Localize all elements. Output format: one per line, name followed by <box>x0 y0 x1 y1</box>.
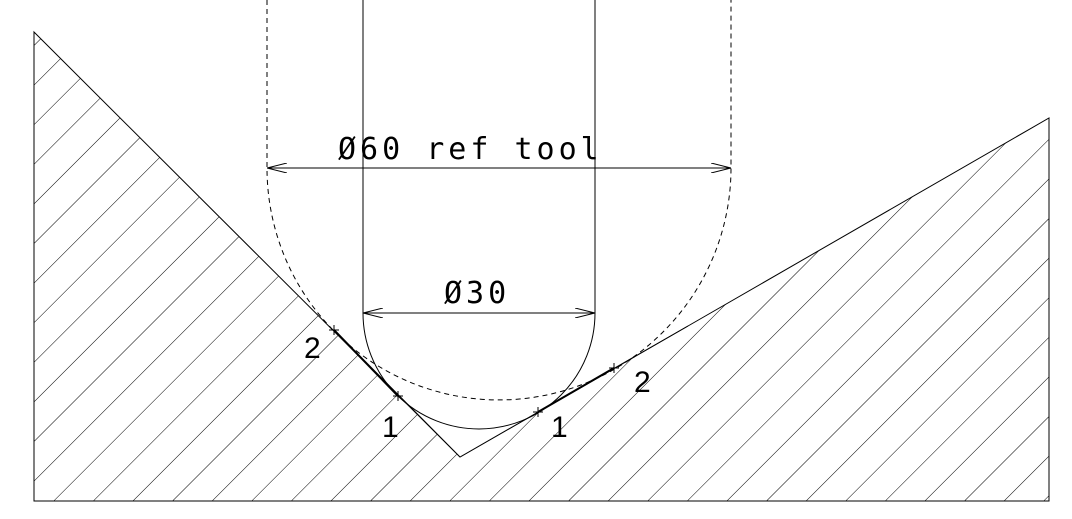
point-marker-right-2 <box>609 363 619 373</box>
workpiece-section <box>33 30 1050 502</box>
point-marker-left-2 <box>329 325 339 335</box>
contact-segment-left <box>333 329 399 397</box>
point-label-left-1: 1 <box>382 411 399 444</box>
ref-tool-dimension-label: Ø60 ref tool <box>338 132 603 167</box>
point-label-right-1: 1 <box>551 411 568 444</box>
small-tool-dimension-label: Ø30 <box>444 276 510 311</box>
point-marker-left-1 <box>393 391 403 401</box>
point-marker-right-1 <box>533 407 543 417</box>
point-label-left-2: 2 <box>304 332 321 365</box>
small-tool-outline <box>362 0 596 430</box>
point-label-right-2: 2 <box>634 366 651 399</box>
contact-segment-right <box>537 367 615 413</box>
reference-tool-outline <box>266 0 732 401</box>
